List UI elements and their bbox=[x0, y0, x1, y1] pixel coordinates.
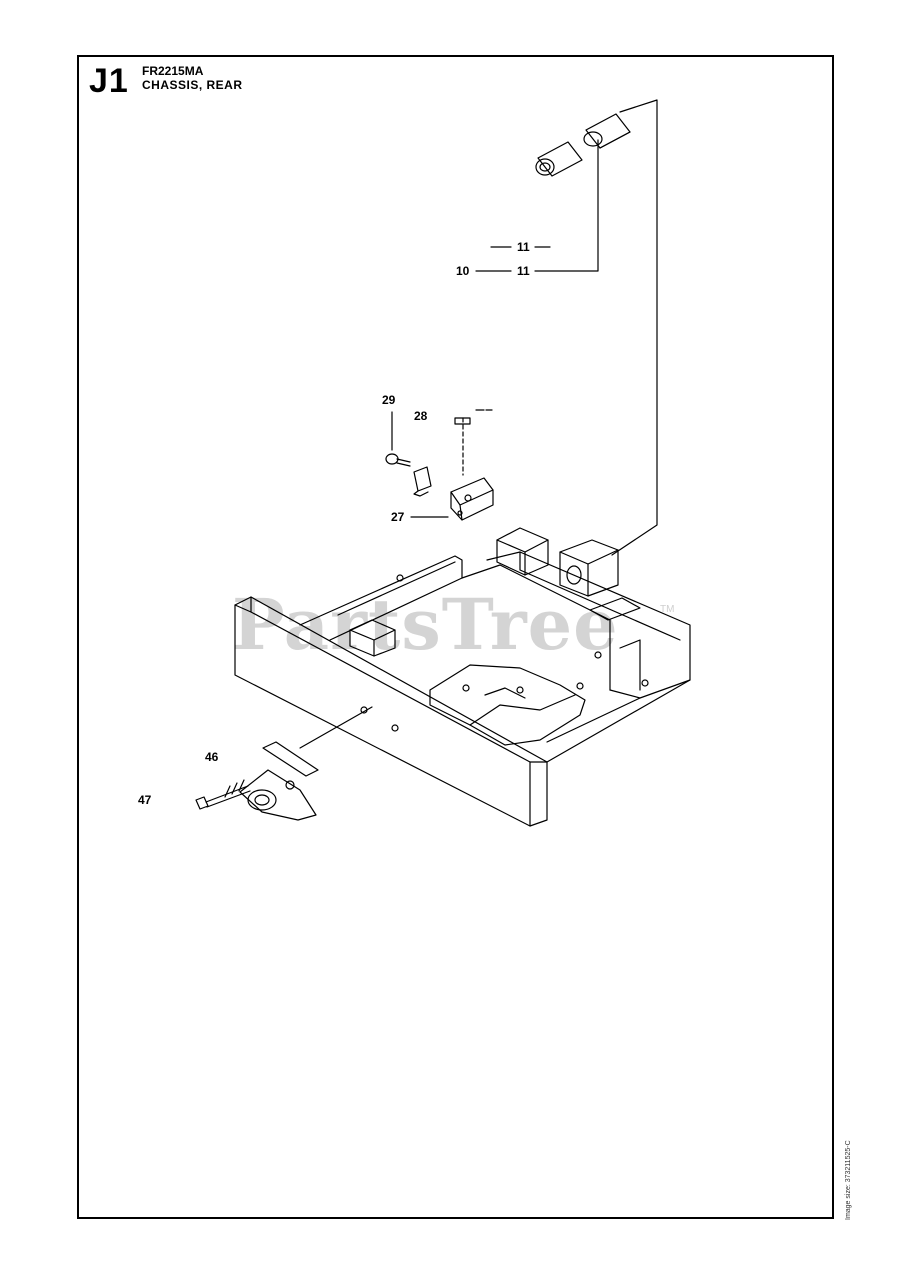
bolt-28 bbox=[454, 409, 493, 425]
diagram-title: CHASSIS, REAR bbox=[142, 78, 243, 92]
clip-bracket bbox=[413, 466, 432, 497]
leader-bushing-frame bbox=[611, 99, 658, 556]
callout-11: 11 bbox=[517, 240, 530, 254]
callout-47: 47 bbox=[138, 793, 152, 807]
section-code: J1 bbox=[89, 62, 129, 100]
bolt-47 bbox=[195, 779, 251, 810]
screw-29 bbox=[385, 453, 411, 467]
diagram-frame bbox=[77, 55, 834, 1219]
leader-11b bbox=[534, 139, 599, 272]
callout-28: 28 bbox=[414, 409, 428, 423]
watermark-logo: PartsTree bbox=[232, 583, 619, 666]
bushing-lower bbox=[535, 141, 583, 177]
callout-46: 46 bbox=[205, 750, 219, 764]
callout-29: 29 bbox=[382, 393, 396, 407]
hitch-plate-46 bbox=[239, 741, 319, 821]
reference-code: Image size: 373211525-C bbox=[845, 1140, 852, 1220]
callout-27: 27 bbox=[391, 510, 405, 524]
bushing-upper bbox=[583, 113, 631, 149]
callout-10: 10 bbox=[456, 264, 470, 278]
leader-46 bbox=[299, 706, 373, 749]
model-number: FR2215MA bbox=[142, 64, 204, 78]
watermark-trademark: TM bbox=[660, 604, 675, 615]
bracket-27 bbox=[450, 477, 494, 521]
chassis-frame bbox=[234, 527, 691, 827]
callout-11-second: 11 bbox=[517, 264, 530, 278]
leader-lines bbox=[299, 99, 658, 749]
